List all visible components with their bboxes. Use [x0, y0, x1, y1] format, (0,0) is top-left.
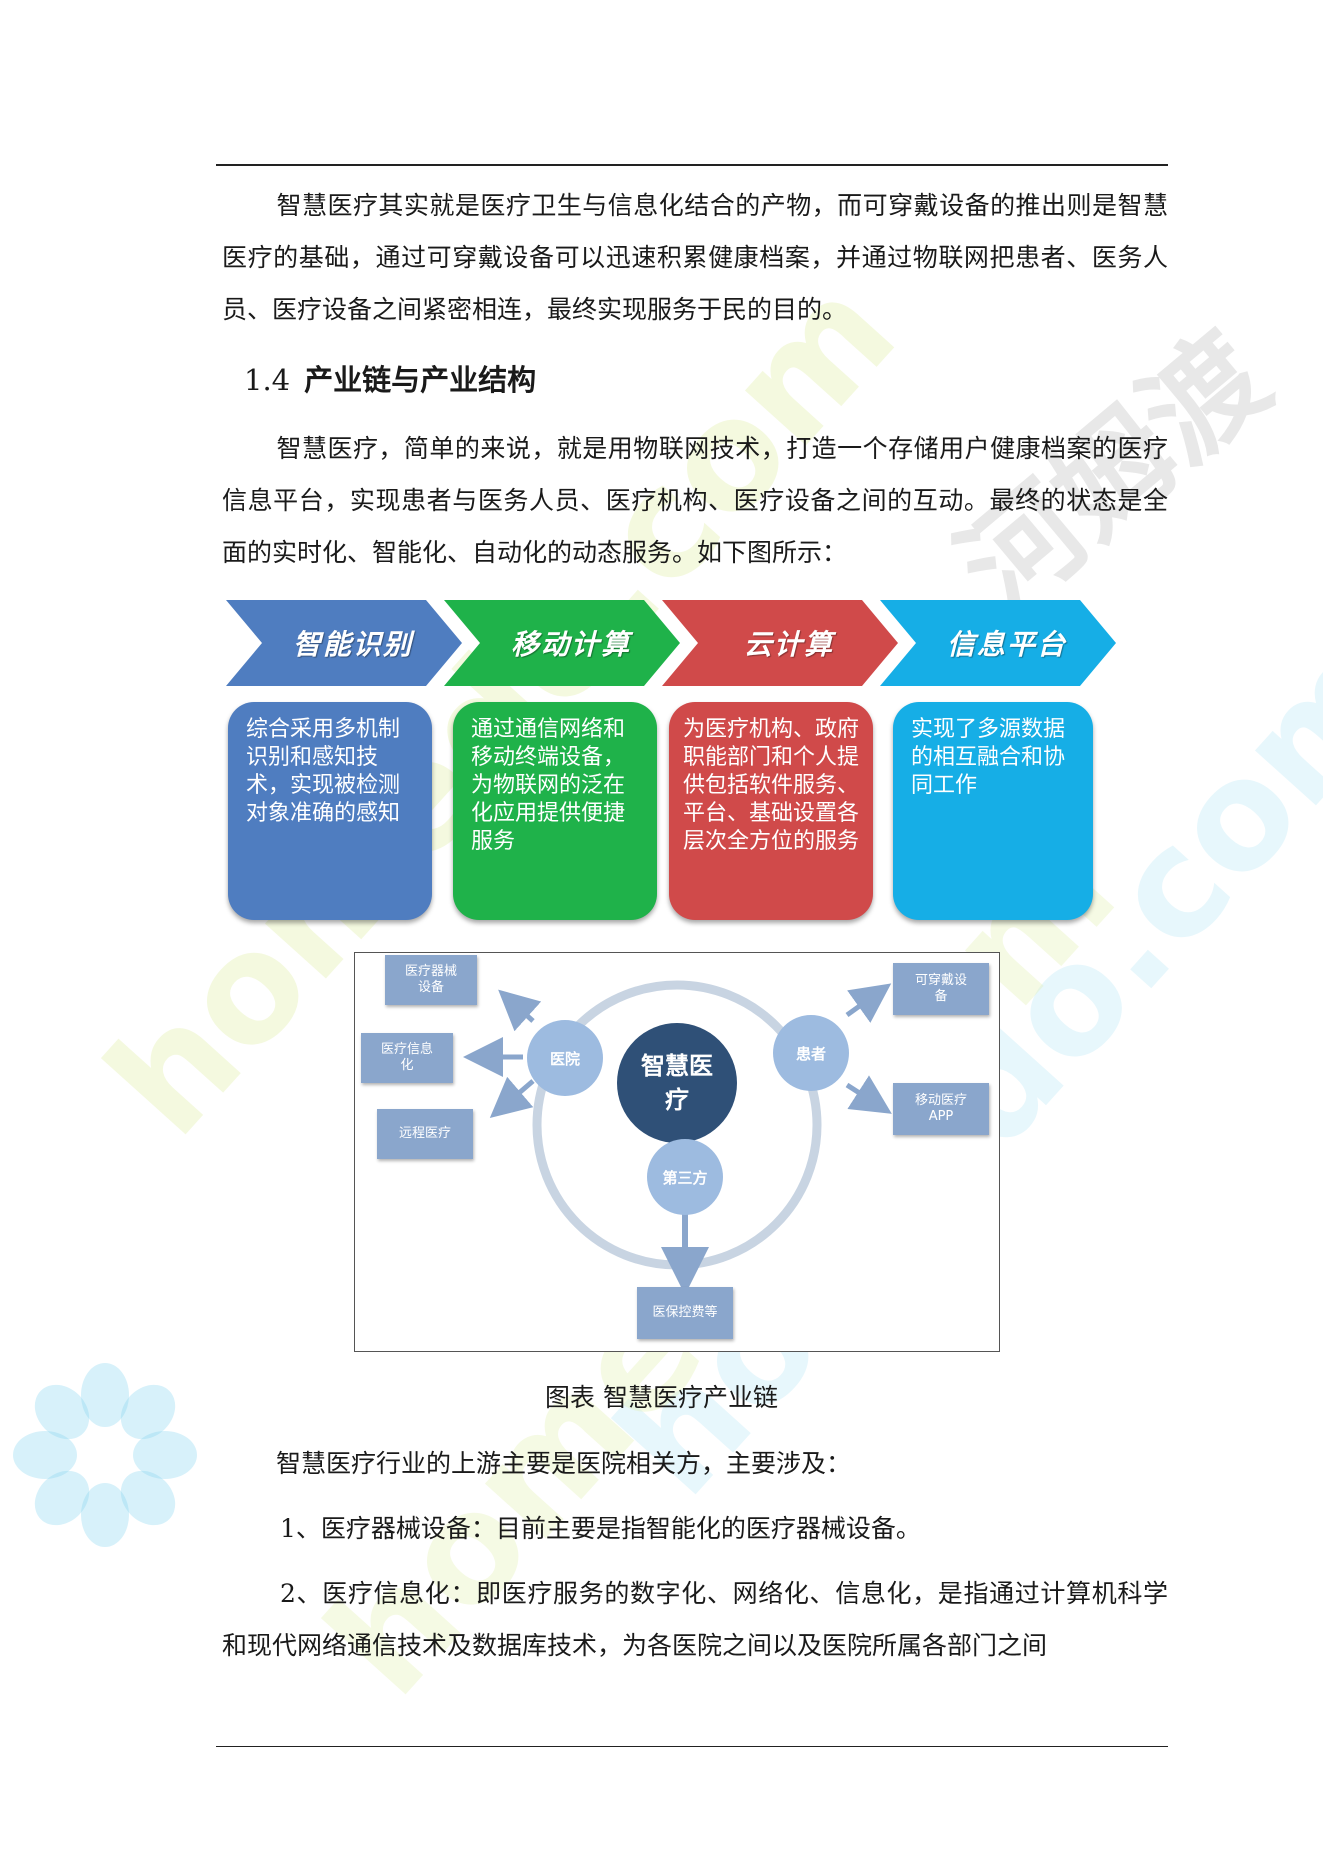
flow-card-mobile: 通过通信网络和移动终端设备，为物联网的泛在化应用提供便捷服务 — [453, 702, 657, 920]
watermark-flower-icon — [13, 1363, 197, 1547]
flow-card-recognition: 综合采用多机制识别和感知技术，实现被检测对象准确的感知 — [228, 702, 432, 920]
diagram-node-third-party: 第三方 — [662, 1168, 708, 1187]
ecosystem-diagram-lines — [463, 980, 892, 1295]
paragraph-definition-text: 智慧医疗，简单的来说，就是用物联网技术，打造一个存储用户健康档案的医疗信息平台，… — [222, 434, 1168, 567]
list-item-info: 2、医疗信息化：即医疗服务的数字化、网络化、信息化，是指通过计算机科学和现代网络… — [222, 1568, 1168, 1672]
flow-step-platform: 信息平台 — [880, 600, 1116, 686]
paragraph-upstream: 智慧医疗行业的上游主要是医院相关方，主要涉及： — [222, 1438, 1168, 1490]
section-heading: 1.4 产业链与产业结构 — [244, 354, 536, 406]
technology-flow-diagram: 智能识别 移动计算 云计算 信息平台 综合采用多机制识别和感知技术，实现被检测对… — [226, 600, 1116, 930]
diagram-box-wearable: 可穿戴设备 — [893, 963, 989, 1015]
flow-step-title: 云计算 — [743, 628, 834, 661]
paragraph-intro-text: 智慧医疗其实就是医疗卫生与信息化结合的产物，而可穿戴设备的推出则是智慧医疗的基础… — [222, 191, 1168, 324]
footer-rule — [216, 1746, 1168, 1747]
diagram-node-patient: 患者 — [795, 1044, 826, 1063]
section-title: 产业链与产业结构 — [304, 363, 537, 397]
list-item-info-text: 2、医疗信息化：即医疗服务的数字化、网络化、信息化，是指通过计算机科学和现代网络… — [222, 1579, 1168, 1660]
diagram-box-medical-info: 医疗信息化 — [361, 1033, 453, 1083]
diagram-box-remote-medical: 远程医疗 — [377, 1109, 473, 1159]
section-number: 1.4 — [244, 363, 291, 397]
flow-step-title: 移动计算 — [510, 628, 631, 661]
flow-step-cloud: 云计算 — [662, 600, 898, 686]
diagram-node-hospital: 医院 — [549, 1049, 580, 1068]
flow-step-mobile: 移动计算 — [444, 600, 680, 686]
list-item-device: 1、医疗器械设备：目前主要是指智能化的医疗器械设备。 — [222, 1503, 1168, 1555]
paragraph-intro: 智慧医疗其实就是医疗卫生与信息化结合的产物，而可穿戴设备的推出则是智慧医疗的基础… — [222, 180, 1168, 336]
diagram-box-medical-device: 医疗器械设备 — [385, 955, 477, 1005]
flow-step-title: 信息平台 — [946, 628, 1067, 661]
paragraph-definition: 智慧医疗，简单的来说，就是用物联网技术，打造一个存储用户健康档案的医疗信息平台，… — [222, 423, 1168, 579]
list-item-device-text: 1、医疗器械设备：目前主要是指智能化的医疗器械设备。 — [280, 1514, 921, 1543]
flow-step-title: 智能识别 — [292, 628, 413, 661]
flow-card-platform: 实现了多源数据的相互融合和协同工作 — [893, 702, 1093, 920]
paragraph-upstream-text: 智慧医疗行业的上游主要是医院相关方，主要涉及： — [276, 1449, 852, 1478]
ecosystem-diagram: 智慧医疗 医院 患者 第三方 医疗器械设备 医疗信息化 远程医疗 可穿戴设备 移… — [354, 952, 1000, 1352]
diagram-box-mobile-app: 移动医疗APP — [893, 1083, 989, 1135]
figure-caption: 图表 智慧医疗产业链 — [545, 1383, 778, 1412]
flow-card-cloud: 为医疗机构、政府职能部门和个人提供包括软件服务、平台、基础设置各层次全方位的服务 — [669, 702, 873, 920]
diagram-box-insurance: 医保控费等 — [637, 1287, 733, 1339]
header-rule — [216, 164, 1168, 166]
flow-step-recognition: 智能识别 — [226, 600, 462, 686]
diagram-center-label: 智慧医疗 — [641, 1052, 713, 1114]
